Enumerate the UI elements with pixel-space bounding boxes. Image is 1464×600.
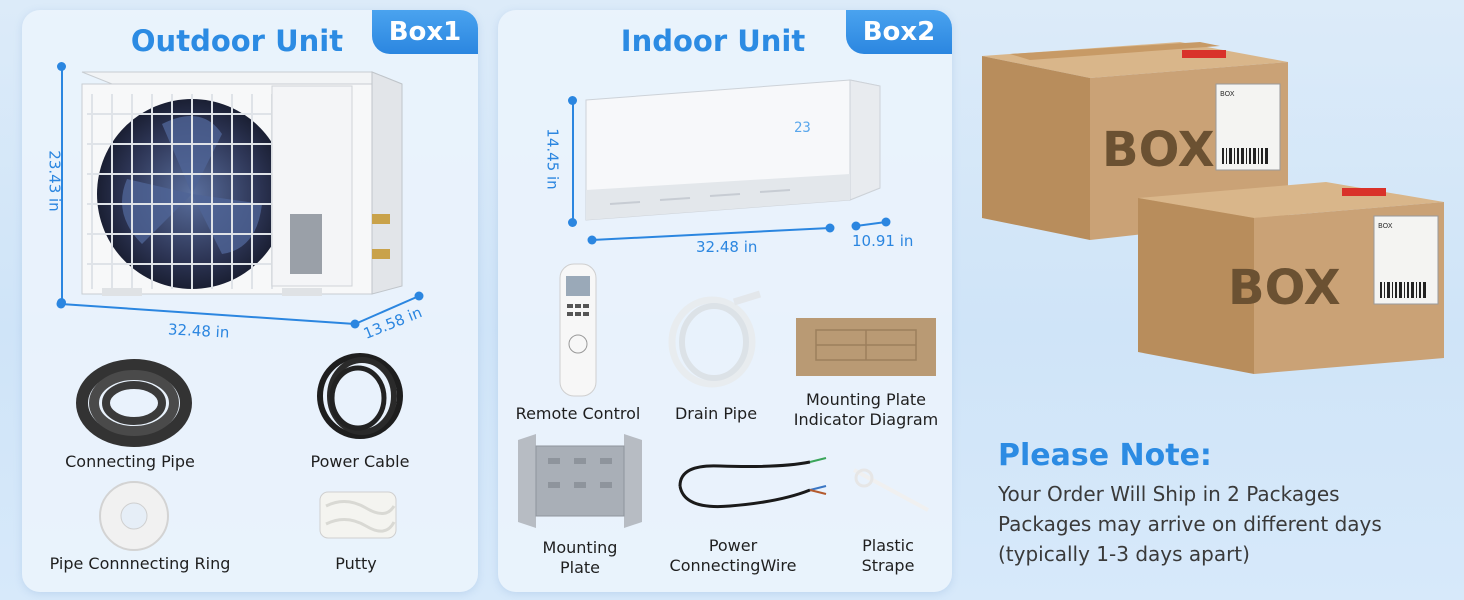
indoor-width-label: 32.48 in (696, 238, 758, 256)
note-line-1: Your Order Will Ship in 2 Packages (998, 482, 1340, 506)
dim-dot (57, 62, 66, 71)
box2-tag: Box2 (846, 10, 952, 54)
remote-control-image (559, 263, 597, 397)
accessory-putty: Putty (335, 554, 377, 573)
box1-label: BOX (1102, 122, 1215, 178)
shipping-boxes-image: BOX BOX BOX BOX (982, 42, 1444, 374)
dim-dot (568, 96, 577, 105)
box2-label: BOX (1228, 260, 1341, 316)
outdoor-width-depth-lines (56, 291, 424, 329)
accessory-remote-control: Remote Control (515, 404, 641, 423)
height-dimension-line (572, 100, 574, 222)
accessory-connecting-pipe: Connecting Pipe (65, 452, 195, 471)
indoor-unit-title: Indoor Unit (620, 24, 806, 58)
indoor-height-label: 14.45 in (543, 128, 562, 190)
note-title: Please Note: (998, 438, 1212, 473)
outdoor-unit-image (81, 71, 403, 296)
note-line-2: Packages may arrive on different days (998, 512, 1382, 536)
indoor-unit-image: 23 (585, 79, 881, 221)
accessory-drain-pipe: Drain Pipe (674, 404, 758, 423)
outdoor-unit-title: Outdoor Unit (130, 24, 344, 58)
mounting-plate-diagram-image (796, 318, 936, 376)
accessory-power-cable: Power Cable (310, 452, 410, 471)
accessory-plastic-strap: Plastic Strape (861, 536, 915, 575)
power-cable-image (317, 353, 403, 439)
accessory-power-wire: Power ConnectingWire (669, 536, 797, 575)
note-line-3: (typically 1-3 days apart) (998, 542, 1250, 566)
accessory-mounting-plate-diagram: Mounting Plate Indicator Diagram (793, 390, 939, 429)
indoor-width-depth-lines (587, 217, 891, 245)
indoor-depth-label: 10.91 in (852, 232, 914, 250)
outdoor-width-label: 32.48 in (167, 320, 230, 342)
power-wire-image (678, 457, 827, 509)
shipping-box-2: BOX BOX (1138, 182, 1444, 374)
height-dimension-line (61, 66, 63, 302)
putty-image (319, 491, 397, 539)
box2-sticker: BOX (1378, 222, 1393, 230)
mounting-plate-image (518, 434, 642, 528)
indoor-display: 23 (794, 120, 811, 136)
box1-sticker: BOX (1220, 90, 1235, 98)
pipe-ring-image (99, 481, 169, 551)
box1-tag: Box1 (372, 10, 478, 54)
accessory-mounting-plate: Mounting Plate (542, 538, 618, 577)
accessory-pipe-ring: Pipe Connnecting Ring (49, 554, 231, 573)
connecting-pipe-image (76, 359, 192, 447)
plastic-strap-image (853, 468, 929, 512)
drain-pipe-image (668, 290, 762, 388)
dim-dot (568, 218, 577, 227)
outdoor-height-label: 23.43 in (45, 150, 64, 212)
